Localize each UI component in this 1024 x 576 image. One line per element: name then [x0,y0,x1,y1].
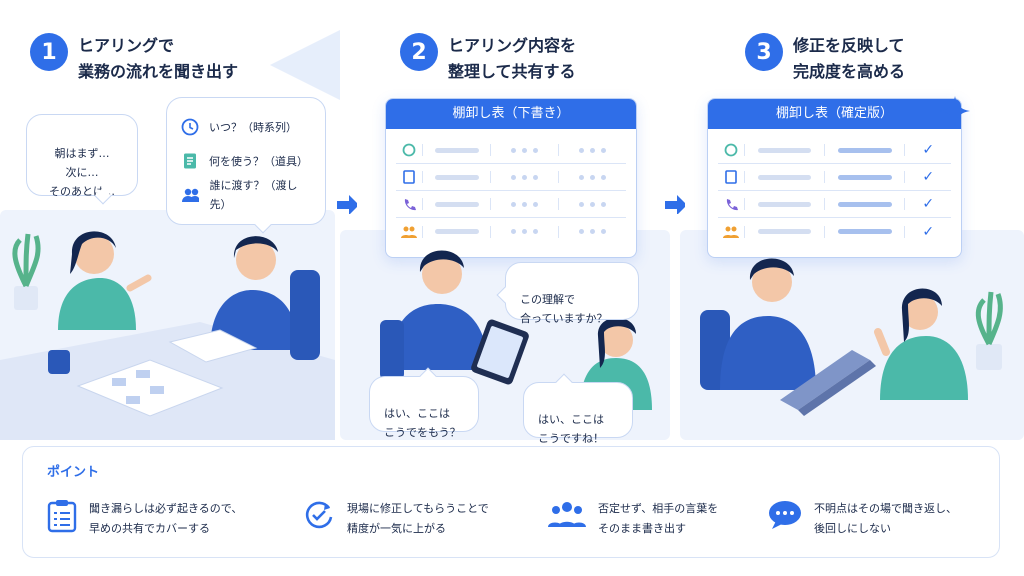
hearing-scene-illustration [0,231,335,440]
table-title: 棚卸し表（確定版） [708,99,961,129]
table-row: ✓ [718,137,951,164]
step-2-header: 2 ヒアリング内容を 整理して共有する [400,33,576,85]
inventory-table-final: 棚卸し表（確定版） ✓ ✓ ✓ ✓ [707,98,962,258]
question-text: 何を使う？（道具） [209,154,308,168]
step-3-header: 3 修正を反映して 完成度を高める [745,33,905,85]
point-item: 現場に修正してもらうことで 精度が一気に上がる [303,499,489,539]
checklist-icon [47,500,77,533]
step-title: ヒアリングで 業務の流れを聞き出す [78,36,239,81]
people-icon [723,226,739,238]
phone-icon [404,199,416,211]
step-number: 1 [30,33,68,71]
man-figure [380,250,488,380]
table-row: ✓ [718,164,951,191]
speech-text: はい、ここは こうですね！ [538,413,604,445]
document-icon [403,170,415,184]
checkmark-icon: ✓ [922,142,935,158]
checkmark-icon: ✓ [922,169,935,185]
point-item: 聞き漏らしは必ず起きるので、 早めの共有でカバーする [47,499,242,539]
document-icon [725,170,737,184]
clock-icon [724,143,738,157]
sharing-scene-illustration [380,250,652,410]
sparkle-icon [940,96,970,126]
woman-figure [58,231,152,330]
table-row [396,137,626,164]
woman-figure [874,288,968,400]
question-what: 何を使う？（道具） [181,144,311,178]
point-text: 聞き漏らしは必ず起きるので、 早めの共有でカバーする [89,502,243,535]
plant-icon [12,233,41,310]
speech-bubble-confirm: この理解で 合っていますか？ [496,262,639,325]
step-title: ヒアリング内容を 整理して共有する [448,36,577,81]
document-icon [184,153,196,169]
table-row [396,218,626,245]
point-item: 否定せず、相手の言葉を そのまま書き出す [548,499,718,539]
table-row: ✓ [718,218,951,245]
question-text: いつ？（時系列） [209,120,297,134]
point-text: 現場に修正してもらうことで 精度が一気に上がる [347,502,489,535]
table-row [396,191,626,218]
decor-triangle [270,30,340,100]
step-number: 3 [745,33,783,71]
phone-icon [726,199,738,211]
clock-icon [402,143,416,157]
man-figure [700,258,816,390]
checkmark-icon: ✓ [922,196,935,212]
table-title: 棚卸し表（下書き） [386,99,636,129]
question-who: 誰に渡す？（渡し先） [181,178,311,212]
question-text: 誰に渡す？（渡し先） [209,179,298,211]
chat-icon [769,501,801,529]
clock-icon [181,118,199,136]
refresh-check-icon [305,501,333,529]
table-row [396,164,626,191]
people-icon [401,226,417,238]
speech-bubble-right: はい、ここは こうですね！ [523,373,633,445]
step-1-header: 1 ヒアリングで 業務の流れを聞き出す [30,33,238,85]
checkmark-icon: ✓ [922,223,935,240]
step-title: 修正を反映して 完成度を高める [793,36,906,81]
question-when: いつ？（時系列） [181,110,311,144]
finalize-scene-illustration [700,258,1003,416]
arrow-right-icon [665,195,685,214]
people-icon [182,188,200,202]
speech-bubble-routine: 朝はまず… 次に… そのあとは… [26,114,138,205]
man-figure [210,236,320,360]
laptop-icon [780,350,876,416]
points-title: ポイント [47,465,100,480]
inventory-table-draft: 棚卸し表（下書き） [385,98,637,258]
speech-text: はい、ここは こうでをもう？ [384,407,461,439]
point-text: 不明点はその場で聞き返し、 後回しにしない [814,502,957,535]
people-icon [548,502,586,527]
step-number: 2 [400,33,438,71]
arrow-right-icon [337,195,357,214]
tablet-icon [471,319,529,385]
point-item: 不明点はその場で聞き返し、 後回しにしない [768,499,957,539]
table-row: ✓ [718,191,951,218]
speech-bubble-left: はい、ここは こうでをもう？ [369,367,479,439]
question-bubble: いつ？（時系列） 何を使う？（道具） 誰に渡す？（渡し先） [166,97,326,234]
points-panel: ポイント 聞き漏らしは必ず起きるので、 早めの共有でカバーする 現場に修正しても… [22,446,1000,558]
plant-icon [975,291,1003,370]
speech-text: この理解で 合っていますか？ [520,293,608,325]
point-text: 否定せず、相手の言葉を そのまま書き出す [598,502,719,535]
